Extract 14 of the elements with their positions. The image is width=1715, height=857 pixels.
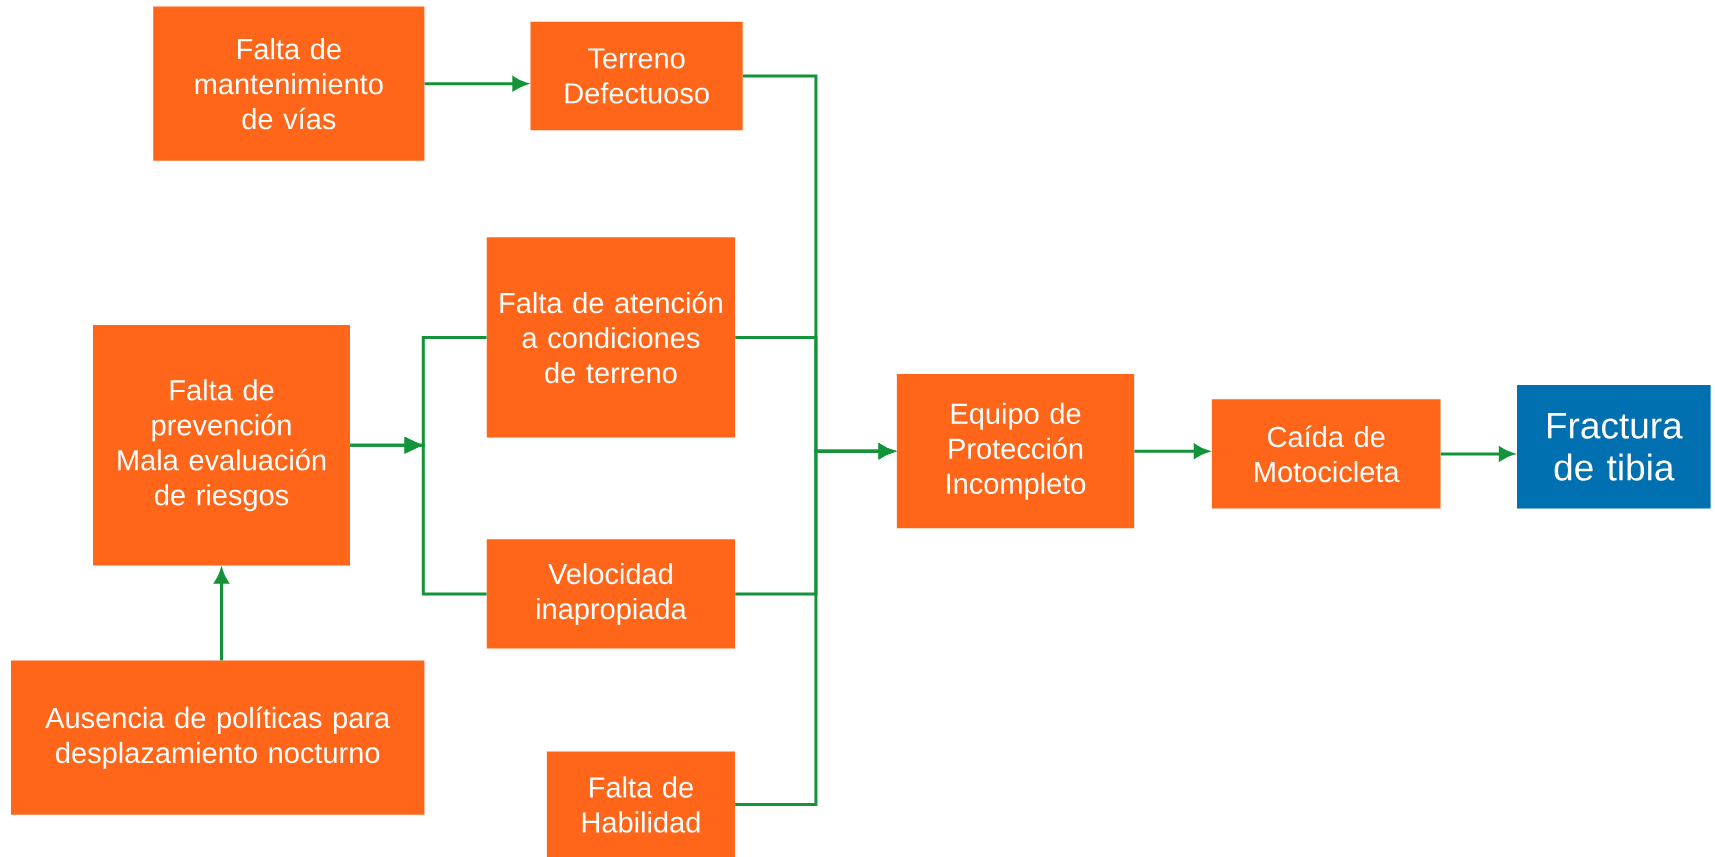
arrow <box>735 444 894 806</box>
cause-box: Velocidad inapropiada <box>486 539 736 649</box>
cause-box: Ausencia de políticas para desplazamiento nocturno <box>11 660 425 815</box>
cause-box: Caída de Motocicleta <box>1211 399 1441 509</box>
arrow <box>350 436 487 596</box>
cause-box: Falta de prevención Mala evaluación de riesgos <box>93 324 350 566</box>
cause-box: Terreno Defectuoso <box>530 21 743 131</box>
cause-box: Equipo de Protección Incompleto <box>896 374 1135 529</box>
result-box: Fractura de tibia <box>1517 385 1711 509</box>
cause-box: Falta de mantenimiento de vías <box>153 6 425 161</box>
cause-box: Falta de atención a condiciones de terreno <box>486 237 736 438</box>
arrow <box>1440 446 1514 461</box>
arrow <box>1134 444 1209 459</box>
cause-box: Falta de Habilidad <box>546 751 735 857</box>
